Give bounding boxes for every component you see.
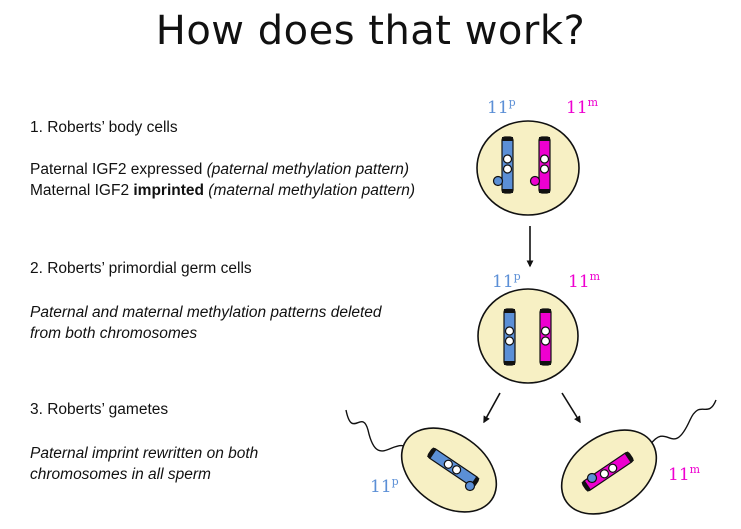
step1-line1: Paternal IGF2 expressed (paternal methyl… <box>30 160 409 180</box>
sperm-left-chromosome <box>426 447 480 488</box>
cell2-maternal-label: 11m <box>568 270 601 292</box>
sperm-left-tail <box>345 409 413 453</box>
body-cell <box>476 120 580 216</box>
step1-line2-italic: (maternal methylation pattern) <box>204 182 416 199</box>
sperm-right-methyl-mark <box>586 472 598 484</box>
step1-line1-italic: (paternal methylation pattern) <box>206 161 410 178</box>
cell1-maternal-chromosome <box>529 136 551 194</box>
step1-line2-normal: Maternal IGF2 <box>30 182 134 199</box>
step3-line1: Paternal imprint rewritten on both <box>30 445 259 462</box>
cell1-paternal-label: 11p <box>487 96 516 118</box>
cell2-paternal-chromosome <box>503 308 516 366</box>
sperm-right-label: 11m <box>668 463 701 485</box>
sperm-right-tail <box>649 399 717 446</box>
slide-title: How does that work? <box>155 8 586 54</box>
arrow-left <box>483 392 501 424</box>
cell1-maternal-methyl-mark <box>529 175 541 187</box>
step3-heading: 3. Roberts’ gametes <box>30 401 169 418</box>
sperm-left-methyl-mark <box>464 480 476 492</box>
step2-line1: Paternal and maternal methylation patter… <box>30 304 382 321</box>
cell1-maternal-label: 11m <box>566 96 599 118</box>
step1-line1-normal: Paternal IGF2 expressed <box>30 161 207 178</box>
step1-heading: 1. Roberts’ body cells <box>30 119 178 136</box>
step3-line2: chromosomes in all sperm <box>30 466 211 483</box>
step1-line2: Maternal IGF2 imprinted (maternal methyl… <box>30 181 415 201</box>
cell2-maternal-chromosome <box>539 308 552 366</box>
step1-line2-bold: imprinted <box>133 182 204 199</box>
cell2-paternal-label: 11p <box>492 270 521 292</box>
step2-heading: 2. Roberts’ primordial germ cells <box>30 260 252 277</box>
primordial-germ-cell <box>477 288 579 384</box>
step2-line2: from both chromosomes <box>30 325 198 342</box>
sperm-left-label: 11p <box>370 475 399 497</box>
cell1-paternal-chromosome <box>492 136 514 194</box>
cell1-paternal-methyl-mark <box>492 175 504 187</box>
arrow-right <box>561 392 581 424</box>
